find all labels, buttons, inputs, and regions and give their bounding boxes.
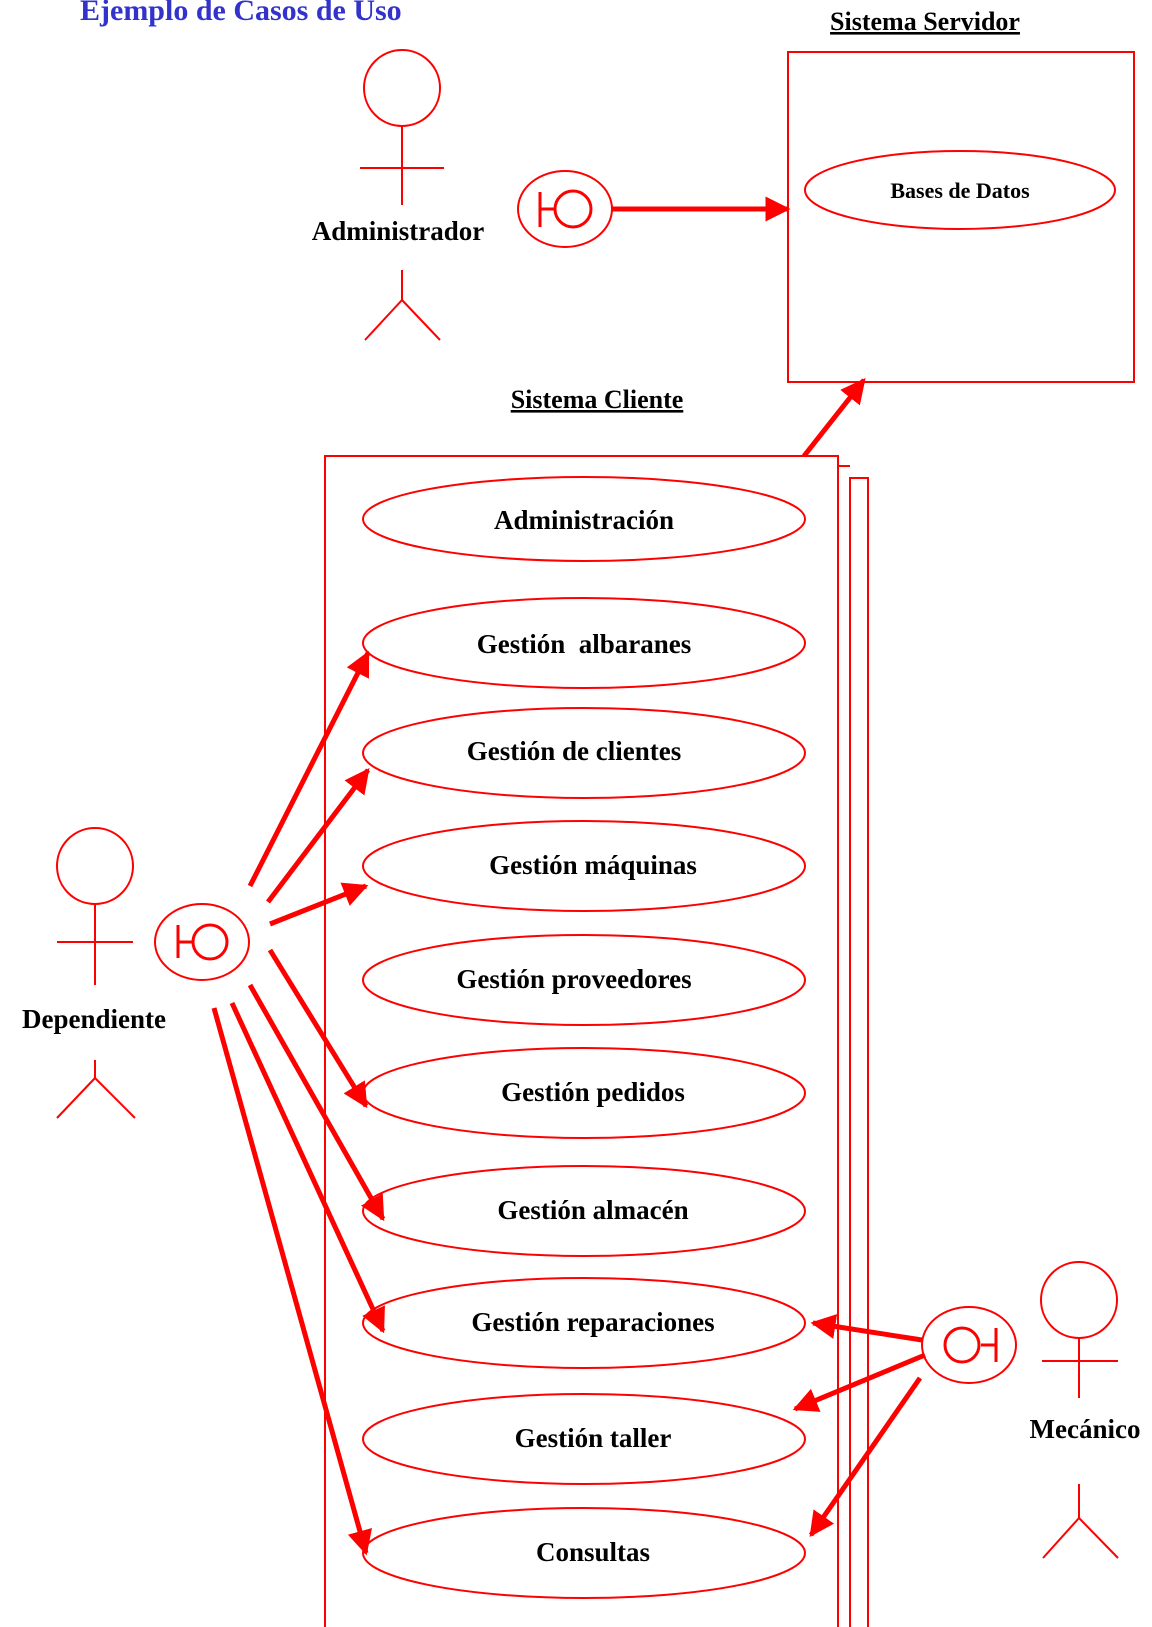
actor-icon-administrador — [360, 49, 444, 341]
use-case-label: Gestión pedidos — [501, 1077, 685, 1107]
actor-label-mecanico: Mecánico — [1030, 1414, 1141, 1444]
client-system-boundary — [324, 455, 869, 1627]
assoc-dep-maquinas — [269, 882, 369, 927]
use-case-label: Bases de Datos — [890, 178, 1030, 203]
assoc-dep-clientes — [266, 768, 370, 904]
assoc-mec-reparaciones — [810, 1314, 923, 1343]
use-case-label: Administración — [494, 505, 674, 535]
assoc-dep-pedidos — [267, 948, 369, 1109]
mecanico-associations — [792, 1314, 926, 1538]
use-case-label: Gestión taller — [515, 1423, 672, 1453]
assoc-client-to-server — [802, 378, 866, 458]
interface-icon-administrador — [517, 170, 613, 248]
use-case-consultas[interactable]: Consultas — [362, 1507, 806, 1599]
use-case-gestion-taller[interactable]: Gestión taller — [362, 1393, 806, 1485]
actor-label-administrador: Administrador — [312, 216, 485, 246]
assoc-mec-taller — [792, 1352, 926, 1412]
use-case-label: Gestión de clientes — [467, 736, 681, 766]
assoc-dep-reparaciones — [229, 1001, 386, 1334]
page-title: Ejemplo de Casos de Uso — [80, 0, 402, 27]
use-case-label: Gestión reparaciones — [471, 1307, 714, 1337]
use-case-administracion[interactable]: Administración — [362, 476, 806, 562]
use-case-label: Gestión proveedores — [456, 964, 691, 994]
use-case-gestion-clientes[interactable]: Gestión de clientes — [362, 707, 806, 799]
client-system-title: Sistema Cliente — [511, 385, 684, 414]
actor-icon-dependiente — [56, 827, 136, 1119]
assoc-dep-albaranes — [247, 650, 371, 888]
actor-icon-mecanico — [1040, 1261, 1119, 1559]
use-case-gestion-reparaciones[interactable]: Gestión reparaciones — [362, 1277, 806, 1369]
actor-label-dependiente: Dependiente — [22, 1004, 166, 1034]
server-system-title: Sistema Servidor — [830, 7, 1020, 36]
use-case-gestion-pedidos[interactable]: Gestión pedidos — [362, 1047, 806, 1139]
use-case-bases-de-datos[interactable]: Bases de Datos — [804, 150, 1116, 230]
use-case-label: Consultas — [536, 1537, 650, 1567]
assoc-mec-consultas — [808, 1376, 923, 1538]
use-case-gestion-almacen[interactable]: Gestión almacén — [362, 1165, 806, 1257]
interface-icon-mecanico — [921, 1306, 1017, 1384]
server-system-boundary — [787, 51, 1135, 383]
interface-icon-dependiente — [154, 903, 250, 981]
use-case-label: Gestión albaranes — [477, 629, 692, 659]
assoc-dep-consultas — [211, 1007, 372, 1556]
use-case-gestion-proveedores[interactable]: Gestión proveedores — [362, 934, 806, 1026]
assoc-dep-almacen — [247, 983, 386, 1222]
use-case-gestion-albaranes[interactable]: Gestión albaranes — [362, 597, 806, 689]
dependiente-associations — [211, 650, 386, 1556]
use-case-label: Gestión almacén — [497, 1195, 688, 1225]
use-case-label: Gestión máquinas — [489, 850, 697, 880]
use-case-gestion-maquinas[interactable]: Gestión máquinas — [362, 820, 806, 912]
